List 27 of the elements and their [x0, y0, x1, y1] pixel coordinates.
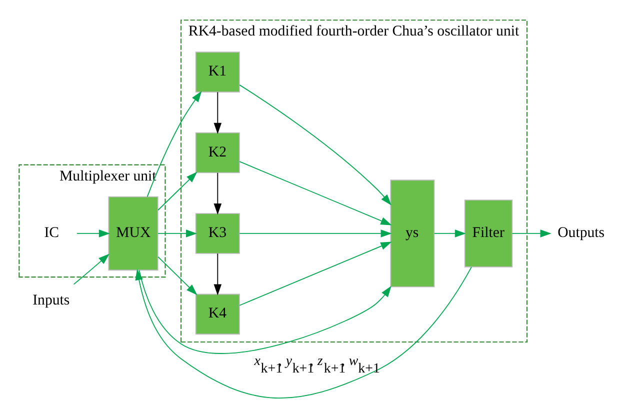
- node-box: K1: [195, 52, 240, 92]
- arrow: [158, 230, 198, 238]
- arrow: [512, 230, 552, 238]
- arrow: [158, 256, 198, 296]
- node-box: ys: [390, 180, 435, 288]
- node-box: K3: [195, 213, 240, 254]
- node-text: IC: [44, 224, 60, 241]
- node-text: Inputs: [32, 292, 70, 309]
- arrow: [73, 254, 110, 285]
- node-box: K2: [195, 132, 240, 174]
- arrow: [214, 92, 222, 134]
- arrow: [239, 161, 392, 226]
- arrow: [158, 172, 198, 211]
- arrow: [138, 270, 392, 354]
- node-box: K4: [195, 294, 240, 335]
- arrow: [146, 90, 202, 198]
- arrow: [239, 242, 392, 306]
- arrow: [214, 172, 222, 215]
- arrow: [76, 230, 110, 238]
- node-box: MUX: [108, 196, 158, 271]
- arrow: [135, 266, 472, 398]
- arrow: [434, 230, 466, 238]
- arrow: [214, 253, 222, 296]
- arrow: [239, 84, 392, 206]
- node-box: Filter: [464, 200, 513, 268]
- arrow: [239, 230, 392, 238]
- node-text: Outputs: [558, 224, 605, 241]
